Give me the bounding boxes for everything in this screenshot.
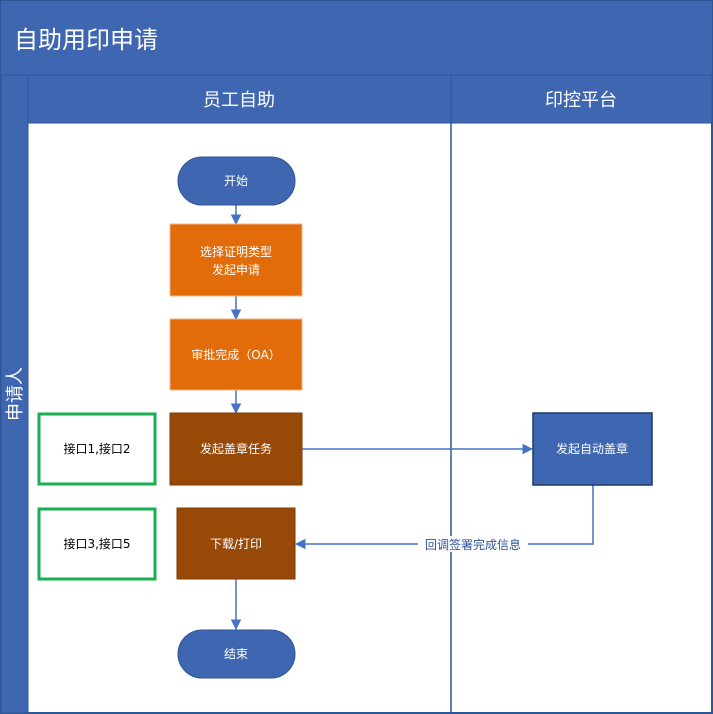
arrow-callback <box>294 485 594 550</box>
api-note-1 <box>37 412 157 486</box>
approve-node <box>169 318 303 391</box>
lane-header-platform <box>450 74 713 124</box>
auto-seal-node <box>532 412 653 486</box>
lane-title-employee: 员工自助 <box>203 90 275 111</box>
auto-seal-label: 发起自动盖章 <box>556 441 628 456</box>
end-node-label: 结束 <box>224 647 248 661</box>
diagram-title: 自助用印申请 <box>14 26 158 54</box>
start-node-label: 开始 <box>224 174 248 188</box>
seal-task-node <box>169 412 303 486</box>
select-type-label-line2: 发起申请 <box>212 262 260 277</box>
end-node <box>177 629 296 679</box>
select-type-node <box>169 223 303 297</box>
download-label: 下载/打印 <box>210 537 262 551</box>
row-label-band <box>0 74 29 714</box>
start-node <box>177 156 296 206</box>
callback-label-bg <box>418 536 528 552</box>
callback-label: 回调签署完成信息 <box>425 537 521 552</box>
lane-header-employee <box>27 74 452 124</box>
title-bar <box>1 1 712 75</box>
lane-title-platform: 印控平台 <box>545 90 617 111</box>
api-note-2-label: 接口3,接口5 <box>63 536 130 551</box>
seal-task-label: 发起盖章任务 <box>200 441 272 456</box>
api-note-2 <box>37 507 157 581</box>
select-type-label-line1: 选择证明类型 <box>200 245 272 259</box>
row-label: 申请人 <box>5 367 26 421</box>
api-note-1-label: 接口1,接口2 <box>63 441 130 456</box>
download-node <box>176 507 296 580</box>
approve-node-label: 审批完成（OA） <box>191 347 280 362</box>
